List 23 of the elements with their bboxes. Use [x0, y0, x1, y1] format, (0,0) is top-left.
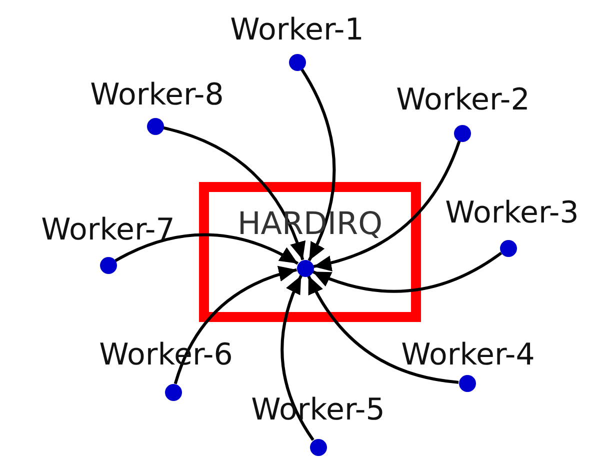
- worker-dot: [288, 54, 306, 70]
- arrow: [307, 275, 459, 384]
- arrow: [174, 266, 298, 384]
- arrow: [280, 274, 314, 441]
- arrow: [313, 140, 461, 271]
- arrow: [312, 252, 502, 293]
- worker-dot: [164, 384, 182, 400]
- worker-label: Worker-2: [396, 82, 530, 118]
- worker-dot: [146, 118, 164, 134]
- worker-label: Worker-8: [90, 78, 224, 112]
- center-dot: [296, 260, 314, 276]
- arrow: [300, 68, 336, 262]
- worker-label: Worker-3: [445, 196, 579, 230]
- worker-label: Worker-4: [401, 338, 535, 372]
- worker-dot: [100, 256, 116, 274]
- arrow: [114, 233, 299, 265]
- worker-dot: [454, 124, 470, 142]
- worker-label: Worker-1: [230, 12, 364, 48]
- worker-dot: [500, 240, 516, 256]
- worker-dot: [310, 438, 326, 456]
- worker-dot: [458, 374, 476, 392]
- arrow: [162, 126, 305, 260]
- worker-label: Worker-7: [41, 212, 175, 248]
